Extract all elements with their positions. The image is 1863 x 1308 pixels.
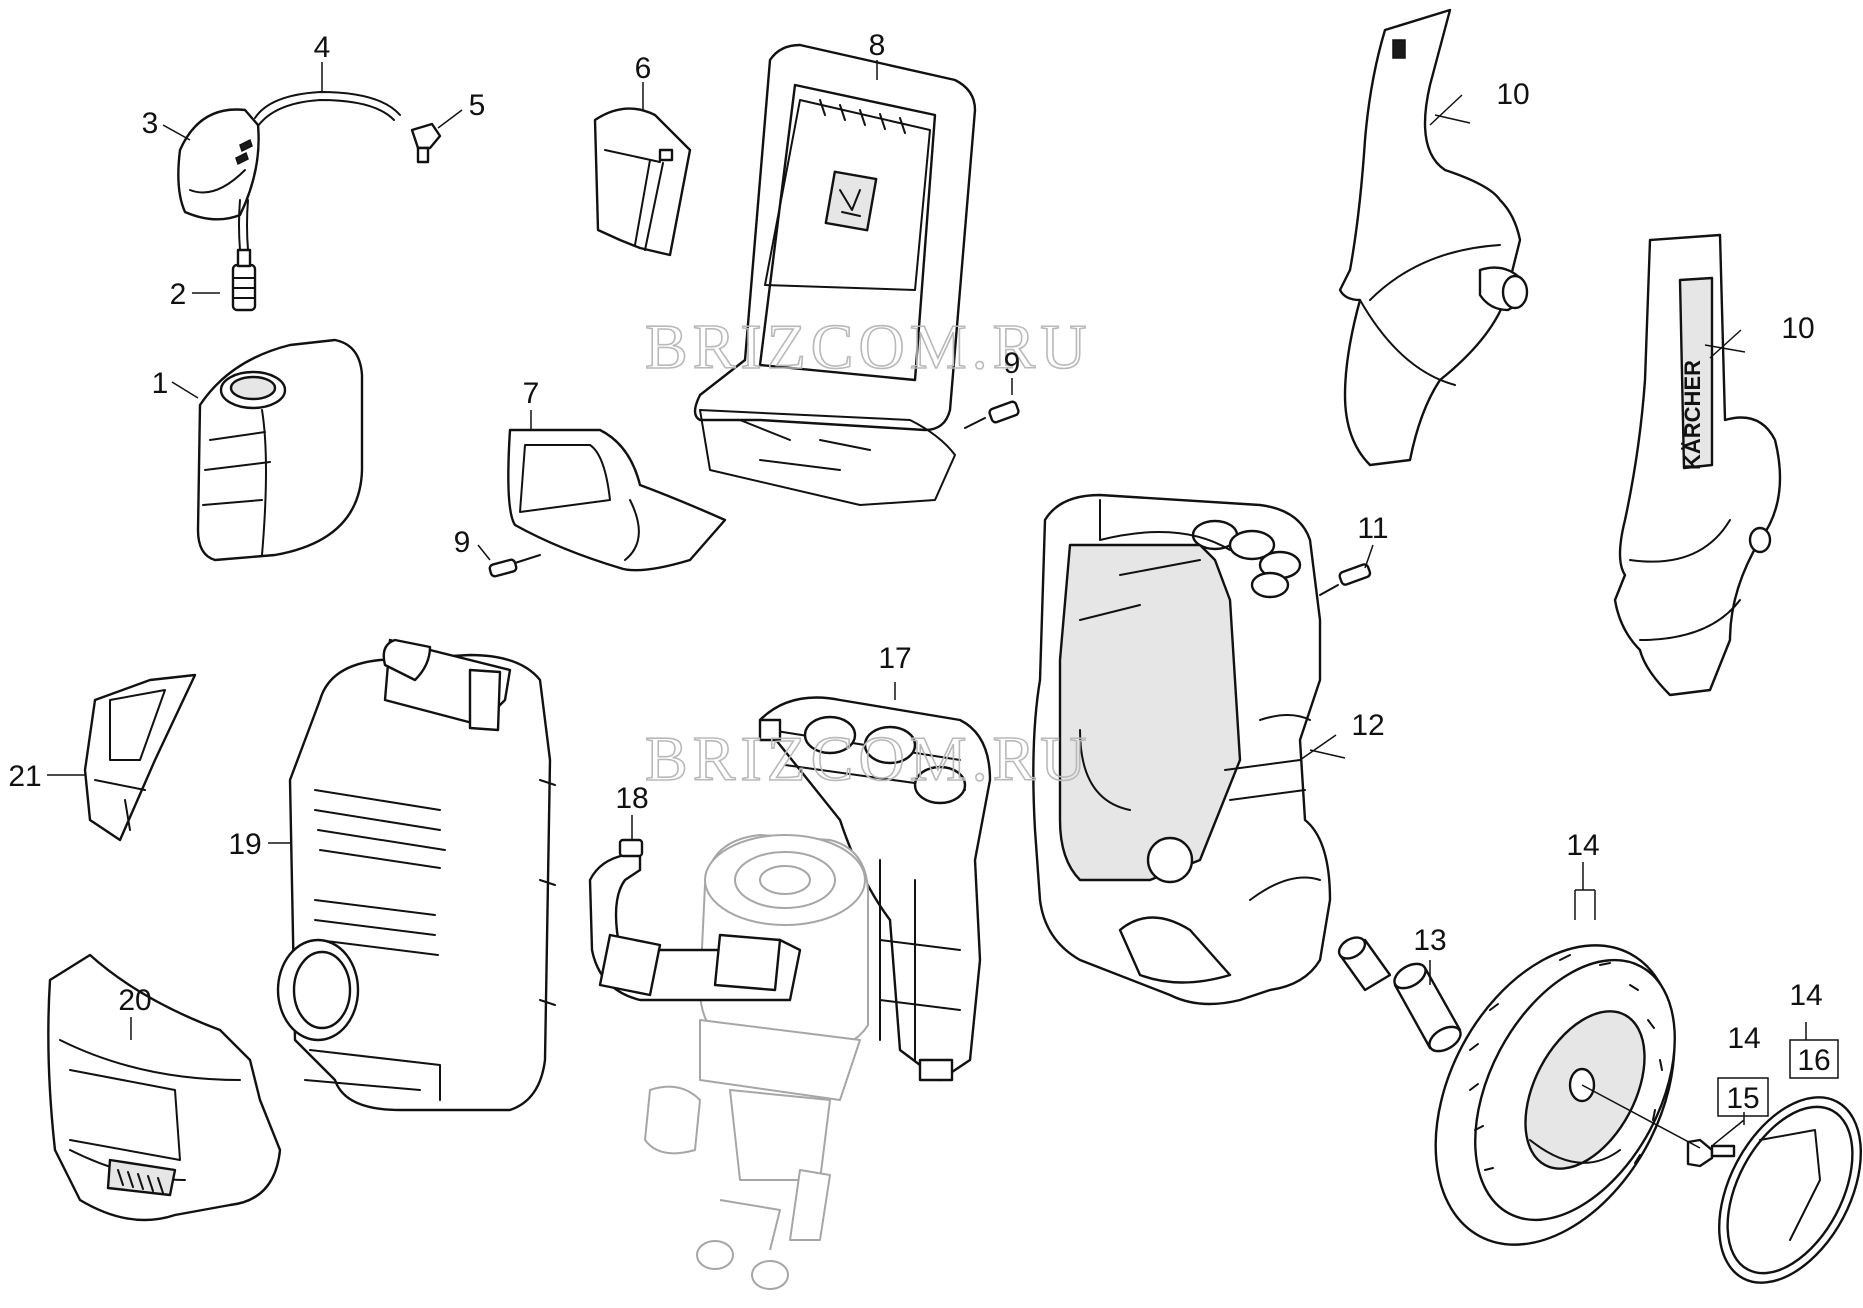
part-17-motor-bracket xyxy=(758,696,992,1082)
part-11-screw xyxy=(1319,563,1372,596)
part-7-cover-panel xyxy=(507,428,727,572)
callout-19: 19 xyxy=(228,828,261,861)
callout-15: 15 xyxy=(1726,1082,1759,1115)
callout-16: 16 xyxy=(1797,1044,1830,1077)
callout-18: 18 xyxy=(615,782,648,815)
watermark-middle: BRIZCOM.RU xyxy=(645,723,1092,794)
leader-lines xyxy=(47,60,1807,1149)
part-10-side-panel-b: KÄRCHER xyxy=(1613,233,1782,697)
callout-11: 11 xyxy=(1357,512,1388,545)
part-4-suction-hose xyxy=(238,91,401,251)
part-13-bushings xyxy=(1337,936,1462,1053)
part-8-handle-frame xyxy=(693,43,977,506)
callout-2: 2 xyxy=(170,278,187,311)
callout-14-b: 14 xyxy=(1727,1022,1760,1055)
part-1-detergent-tank xyxy=(196,338,364,562)
karcher-logo-text: KÄRCHER xyxy=(1680,360,1705,470)
part-15-axle-pin xyxy=(1686,1138,1736,1168)
part-6-hose-holder xyxy=(593,107,692,257)
part-2-filter xyxy=(231,248,257,312)
part-16-hubcap xyxy=(1718,1096,1862,1284)
callout-20: 20 xyxy=(118,984,151,1017)
callout-labels: 1 2 3 4 5 6 8 9 7 9 10 10 11 12 13 14 14… xyxy=(8,29,1830,1115)
part-3-detergent-lid xyxy=(177,108,260,221)
callout-13: 13 xyxy=(1413,924,1446,957)
callout-12: 12 xyxy=(1351,709,1384,742)
callout-box-15 xyxy=(1717,1077,1769,1117)
watermark-top: BRIZCOM.RU xyxy=(645,311,1092,382)
callout-21: 21 xyxy=(8,760,41,793)
callout-8: 8 xyxy=(869,29,886,62)
part-5-connector xyxy=(410,122,442,164)
part-9-screw-b xyxy=(488,554,541,578)
part-20-lower-cover xyxy=(47,953,282,1222)
callout-box-16 xyxy=(1789,1039,1839,1079)
callout-10-b: 10 xyxy=(1781,312,1814,345)
part-19-front-cover xyxy=(276,638,556,1112)
part-10-side-panel-a xyxy=(1338,8,1529,467)
part-21-small-cover xyxy=(83,673,197,842)
callout-3: 3 xyxy=(142,107,159,140)
callout-10-a: 10 xyxy=(1496,78,1529,111)
callout-9-b: 9 xyxy=(454,526,471,559)
part-12-main-housing xyxy=(1032,493,1332,1006)
callout-9-a: 9 xyxy=(1004,347,1021,380)
callout-14-c: 14 xyxy=(1789,979,1822,1012)
callout-17: 17 xyxy=(878,642,911,675)
part-14-wheel xyxy=(1434,944,1676,1246)
callout-5: 5 xyxy=(469,89,486,122)
part-18-clamp xyxy=(588,838,802,1002)
callout-14-a: 14 xyxy=(1566,829,1599,862)
callout-4: 4 xyxy=(314,31,331,64)
motor-pump-ghost xyxy=(644,834,870,1290)
callout-7: 7 xyxy=(523,377,540,410)
callout-6: 6 xyxy=(635,52,652,85)
part-9-screw-a xyxy=(964,400,1020,429)
callout-1: 1 xyxy=(152,367,169,400)
